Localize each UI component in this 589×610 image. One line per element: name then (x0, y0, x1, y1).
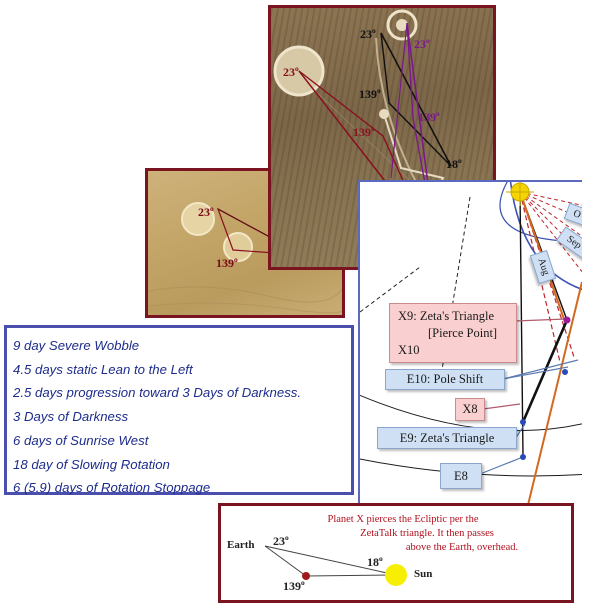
sun-icon (506, 182, 534, 206)
angle-label-mid-purple: 139o (418, 109, 440, 124)
list-item: 3 Days of Darkness (13, 409, 129, 425)
angle-label-top-left-black: 23o (360, 26, 376, 41)
angle-label-left-red: 23o (283, 64, 299, 79)
note-box: Planet X pierces the Ecliptic per the Ze… (218, 503, 574, 603)
crop-circle-middle (223, 232, 253, 262)
e10-label-box: E10: Pole Shift (385, 369, 505, 390)
crop-circle-top (386, 9, 418, 41)
angle-label-sun: 18o (367, 554, 383, 569)
sun-icon (385, 564, 407, 586)
angle-label-earth: 23o (273, 533, 289, 548)
list-item: 6 (5.9) days of Rotation Stoppage (13, 480, 211, 496)
angle-label-right-black: 18o (446, 156, 462, 171)
angle-label-planet: 139o (283, 578, 305, 593)
note-caption: Planet X pierces the Ecliptic per the Ze… (327, 514, 519, 553)
e9-label-box: E9: Zeta's Triangle (377, 427, 517, 449)
planet-x-dot (302, 572, 310, 580)
angle-label-top: 23o (198, 204, 214, 219)
angle-label-mid-red: 139o (353, 124, 375, 139)
event-list: 9 day Severe Wobble 4.5 days static Lean… (4, 325, 354, 495)
orbit-diagram: Aug Sep O X9: Zeta's Triangle [Pierce Po… (358, 180, 582, 505)
sun-label: Sun (414, 568, 433, 580)
angle-label-top-right-purple: 23o (414, 36, 430, 51)
angle-label-mid-black: 139o (359, 86, 381, 101)
earth-label: Earth (227, 539, 255, 551)
e8-label-box: E8 (440, 463, 482, 489)
x8-label-box: X8 (455, 398, 485, 421)
angle-label-bottom: 139o (216, 255, 238, 270)
crop-circle-left (181, 202, 215, 236)
list-item: 6 days of Sunrise West (13, 432, 149, 448)
x9-label-box: X9: Zeta's Triangle [Pierce Point] X10 (389, 303, 517, 363)
list-item: 4.5 days static Lean to the Left (13, 361, 193, 377)
list-item: 2.5 days progression toward 3 Days of Da… (13, 385, 302, 401)
list-item: 9 day Severe Wobble (13, 338, 140, 353)
list-item: 18 day of Slowing Rotation (13, 456, 170, 472)
